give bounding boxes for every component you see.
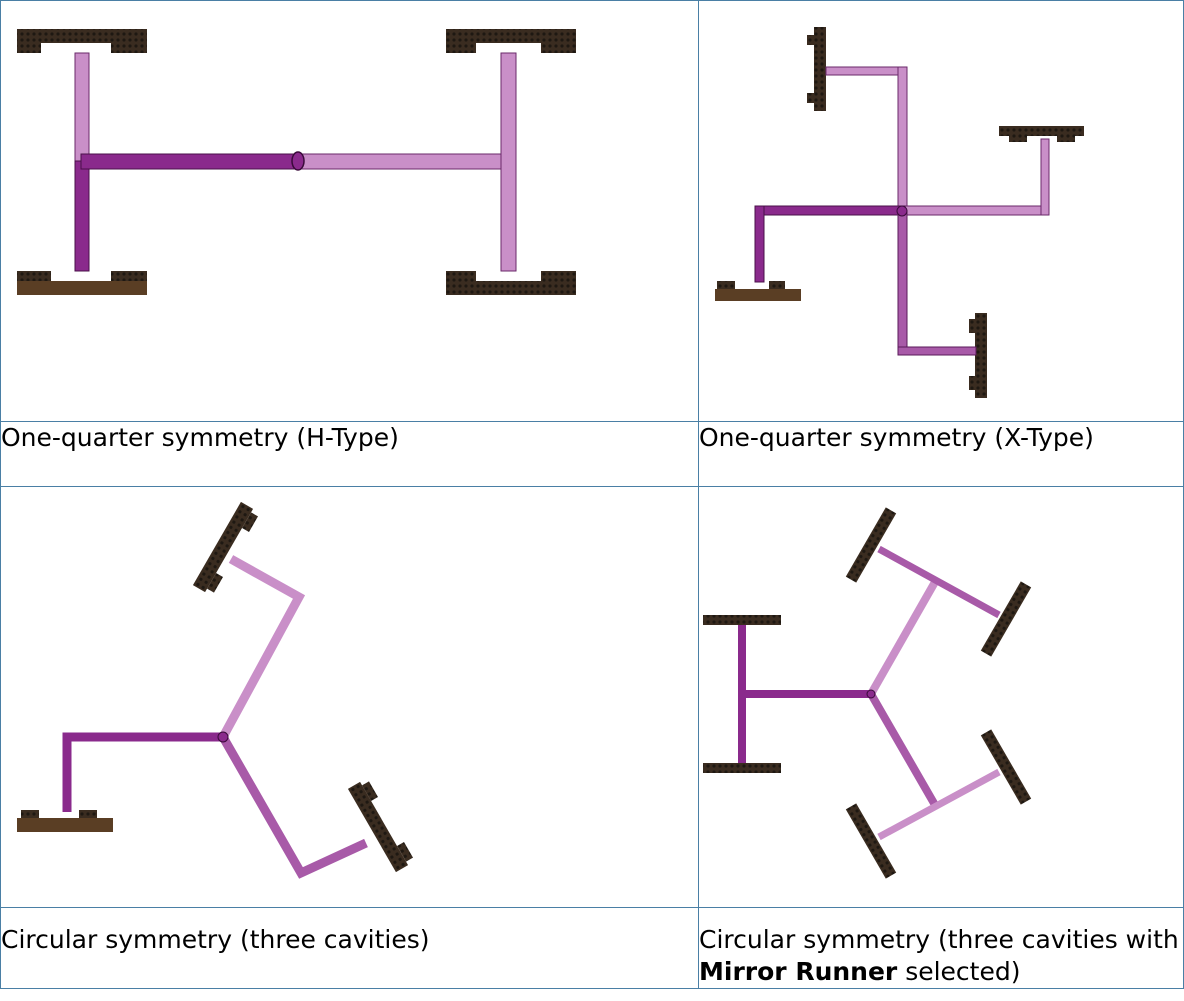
caption-mirror-suffix: selected) [897, 957, 1021, 986]
cavity-right [999, 126, 1084, 142]
circular-mirror-diagram [703, 507, 1032, 879]
x-type-figure-cell [698, 0, 1184, 422]
caption-circular-three: Circular symmetry (three cavities) [0, 907, 699, 989]
cavity-right-bottom [980, 729, 1032, 805]
cavity-top-left [17, 29, 147, 53]
caption-mirror-prefix: Circular symmetry (three cavities with [699, 925, 1179, 954]
caption-x-type: One-quarter symmetry (X-Type) [698, 421, 1184, 487]
runner-system [74, 52, 517, 272]
cavity-bottom [845, 803, 897, 879]
cavity-bottom [969, 313, 987, 398]
x-type-diagram [715, 27, 1084, 398]
h-type-diagram [17, 29, 576, 295]
cavity-right-top [980, 581, 1032, 657]
runner-system [738, 545, 1001, 841]
cavity-left [17, 810, 113, 832]
runner-system [754, 66, 1050, 356]
runner-system [62, 555, 368, 879]
cavity-bottom-right [446, 271, 576, 295]
cavity-bottom-right [347, 781, 413, 873]
circular-three-diagram [17, 501, 413, 879]
cavity-left [715, 281, 801, 301]
circular-mirror-figure-cell [698, 486, 1184, 908]
h-type-figure-cell [0, 0, 699, 422]
cavity-left [703, 615, 781, 773]
cavity-top [845, 507, 897, 583]
caption-mirror-bold: Mirror Runner [699, 957, 898, 986]
caption-h-type: One-quarter symmetry (H-Type) [0, 421, 699, 487]
circular-figure-cell [0, 486, 699, 908]
cavity-bottom-left [17, 271, 147, 295]
cavity-top [192, 501, 258, 593]
cavity-top [807, 27, 826, 111]
caption-circular-mirror: Circular symmetry (three cavities with M… [698, 907, 1184, 989]
cavity-top-right [446, 29, 576, 53]
